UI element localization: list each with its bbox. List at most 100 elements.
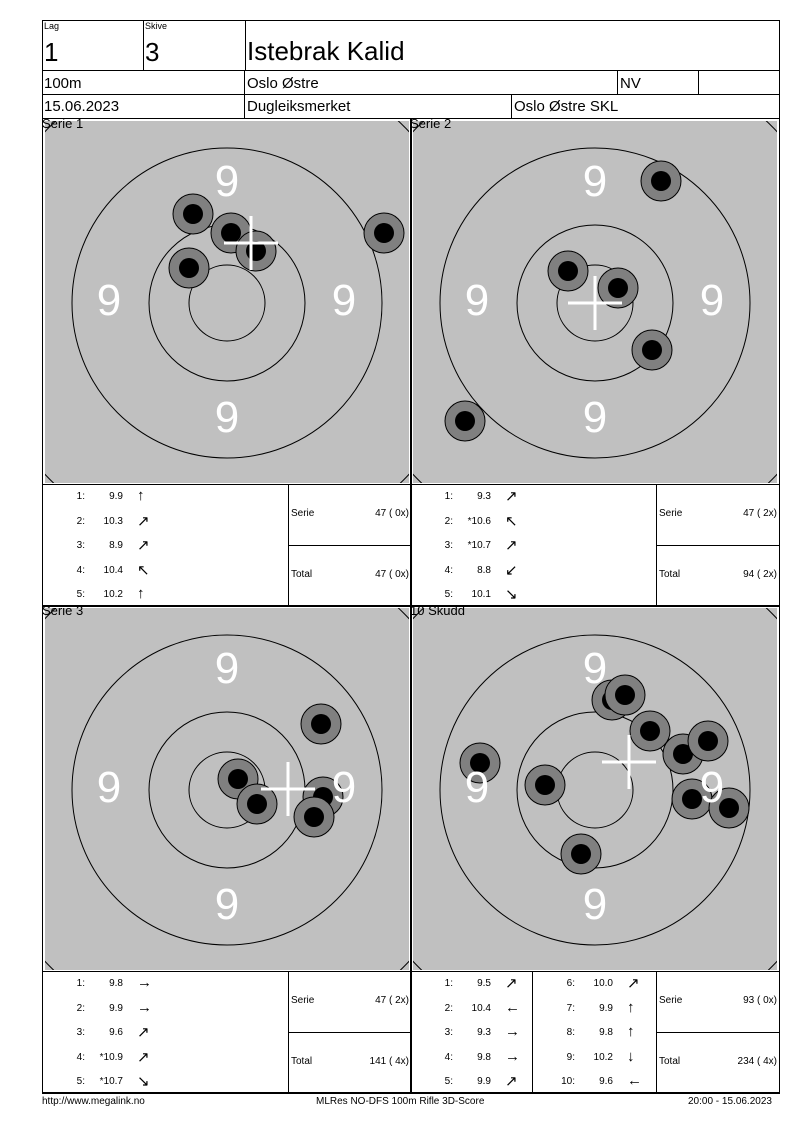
footer-url[interactable]: http://www.megalink.no [42, 1096, 145, 1107]
ring-number-label: 9 [465, 276, 489, 325]
shot-number: 4: [76, 1051, 85, 1063]
summary-divider [289, 545, 411, 546]
serie-value: 47 ( 2x) [375, 995, 409, 1006]
serie-value: 47 ( 0x) [375, 508, 409, 519]
shot-direction-arrow-icon: → [505, 1023, 520, 1040]
target-ring [516, 224, 674, 382]
shot-score: 10.3 [103, 515, 123, 527]
shot-number: 5: [76, 589, 85, 600]
ring-number-label: 9 [583, 644, 607, 693]
summary-divider [657, 1032, 779, 1033]
shot-direction-arrow-icon: ↗ [627, 975, 640, 992]
shot-row: 3:9.3→ [411, 1023, 531, 1045]
shot-number: 1: [76, 978, 85, 989]
ring-number-label: 9 [332, 763, 356, 812]
shot-center [311, 714, 331, 734]
shooter-name: Istebrak Kalid [247, 36, 405, 66]
lag-label: Lag [44, 21, 60, 31]
shot-score: 8.8 [477, 564, 491, 576]
shot-direction-arrow-icon: ↘ [137, 1073, 150, 1090]
shot-row: 2:9.9→ [43, 999, 163, 1021]
shot-number: 5: [76, 1076, 85, 1087]
ring-number-label: 9 [97, 763, 121, 812]
shot-center [374, 223, 394, 243]
shot-score: 10.2 [593, 1051, 613, 1063]
target-background [413, 608, 777, 970]
shot-direction-arrow-icon: ↗ [505, 1073, 518, 1090]
ring-number-label: 9 [465, 763, 489, 812]
shot-score: 9.5 [477, 978, 491, 989]
shot-center [719, 798, 739, 818]
shot-number: 3: [444, 540, 453, 551]
shot-score: *10.9 [99, 1051, 123, 1063]
shot-score: 10.4 [471, 1002, 491, 1014]
ring-number-label: 9 [215, 157, 239, 206]
target-background [45, 121, 409, 483]
shot-row: 2:10.3↗ [43, 512, 163, 534]
organizer: Oslo Østre SKL [514, 98, 619, 115]
ring-number-label: 9 [700, 763, 724, 812]
serie-value: 93 ( 0x) [743, 995, 777, 1006]
panel-title: Serie 1 [42, 116, 84, 131]
shot-center [615, 685, 635, 705]
shot-row: 4:9.8→ [411, 1048, 531, 1070]
shot-direction-arrow-icon: ↗ [137, 512, 150, 530]
shot-row: 1: 9.8 → [43, 974, 163, 996]
shot-row: 1:9.3↗ [411, 488, 531, 509]
shot-row: 4:10.4↖ [43, 562, 163, 583]
shot-direction-arrow-icon: ↗ [137, 537, 150, 554]
shot-row: 1:9.9↑ [43, 487, 163, 509]
shot-number: 2: [444, 1002, 453, 1014]
shot-direction-arrow-icon: ← [627, 1072, 642, 1089]
shot-number: 3: [444, 1027, 453, 1038]
shot-number: 1: [444, 978, 453, 989]
serie-label: Serie [659, 508, 683, 519]
shot-direction-arrow-icon: ↑ [137, 487, 145, 504]
lag-value: 1 [44, 37, 59, 67]
shot-row: 5:9.9↗ [411, 1073, 531, 1094]
shot-direction-arrow-icon: → [137, 974, 152, 991]
shot-number: 2: [444, 515, 453, 527]
total-value: 234 ( 4x) [737, 1056, 777, 1067]
event: Dugleiksmerket [247, 98, 351, 115]
shot-row: 9:10.2↓ [533, 1048, 653, 1070]
shot-center [608, 278, 628, 298]
ring-number-label: 9 [583, 880, 607, 929]
shot-number: 4: [76, 564, 85, 576]
serie-label: Serie [659, 995, 683, 1006]
shot-number: 5: [444, 589, 453, 600]
panel-title: 10 Skudd [410, 603, 465, 618]
shot-row: 5: *10.7 ↘ [43, 1073, 163, 1094]
target-ring [71, 147, 383, 459]
shot-number: 10: [561, 1076, 575, 1087]
date: 15.06.2023 [44, 98, 120, 115]
shot-center [247, 794, 267, 814]
ring-number-label: 9 [583, 157, 607, 206]
panel-title: Serie 2 [410, 116, 452, 131]
shot-number: 9: [566, 1051, 575, 1063]
shot-score: 9.9 [599, 1002, 613, 1014]
shot-row: 4:8.8↙ [411, 562, 531, 583]
column-divider [532, 971, 533, 1094]
shot-number: 1: [444, 491, 453, 502]
shot-row: 6:10.0↗ [533, 975, 653, 996]
total-value: 47 ( 0x) [375, 569, 409, 580]
shot-center [651, 171, 671, 191]
shot-number: 8: [566, 1027, 575, 1038]
shot-direction-arrow-icon: ↘ [505, 586, 518, 603]
shot-center [558, 261, 578, 281]
shot-center [221, 223, 241, 243]
shot-score: 9.8 [109, 978, 123, 989]
shot-score: 9.3 [477, 491, 491, 502]
shot-row: 10: 9.6 ← [533, 1072, 653, 1094]
shot-score: 9.6 [109, 1027, 123, 1038]
shot-score: *10.7 [99, 1076, 123, 1087]
shot-score: 9.6 [599, 1076, 613, 1087]
shot-row: 1:9.5↗ [411, 975, 531, 996]
